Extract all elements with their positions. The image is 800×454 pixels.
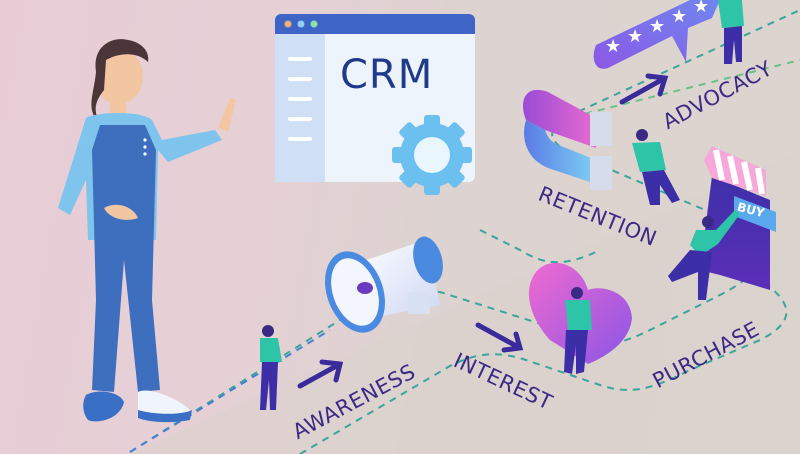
star-icon: ★ [671, 6, 687, 27]
magnet-icon [522, 89, 612, 190]
person-awareness [260, 325, 282, 410]
person-retention [632, 129, 680, 205]
rating-stars: ★ ★ ★ ★ ★ [605, 0, 709, 57]
star-icon: ★ [693, 0, 709, 17]
rating-bubble-icon: ★ ★ ★ ★ ★ [593, 0, 720, 69]
star-icon: ★ [605, 36, 621, 57]
arrow-icon [619, 73, 669, 105]
arrow-icon [475, 322, 524, 353]
person-purchase [668, 210, 740, 300]
person-advocacy [718, 0, 744, 64]
journey-path [129, 9, 800, 454]
awareness-path [129, 329, 331, 453]
shop-icon [700, 146, 776, 290]
arrow-icon [297, 359, 344, 389]
floor-band [130, 150, 800, 454]
crm-title: CRM [340, 52, 434, 98]
star-icon: ★ [627, 26, 643, 47]
gear-icon [392, 115, 472, 195]
woman-figure [58, 39, 236, 423]
person-interest [564, 287, 592, 374]
star-icon: ★ [649, 16, 665, 37]
megaphone-icon [325, 236, 443, 333]
